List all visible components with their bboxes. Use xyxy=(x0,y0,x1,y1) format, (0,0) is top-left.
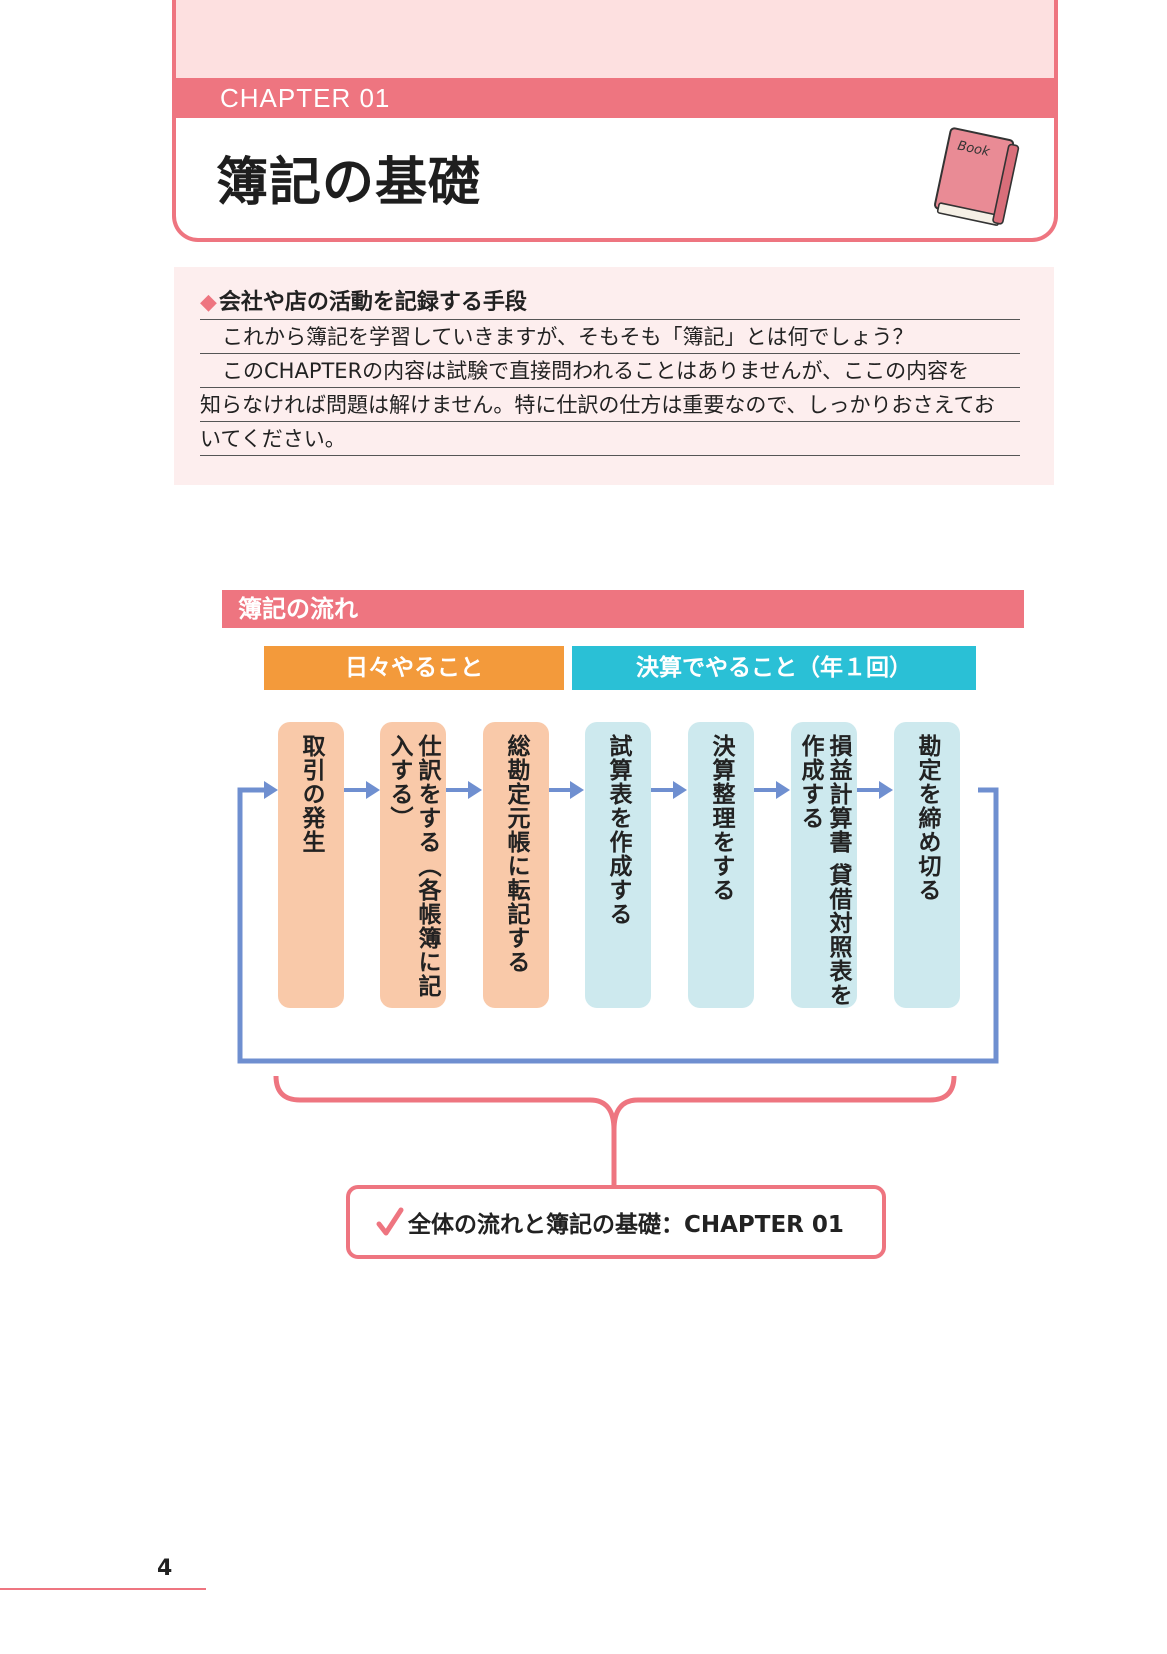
flow-section-title: 簿記の流れ xyxy=(222,590,1024,628)
step-label: 仕訳をする（各帳簿に記入する） xyxy=(386,734,440,998)
flow-step-adjustment: 決算整理をする xyxy=(688,722,754,1008)
page-number: 4 xyxy=(157,1556,173,1581)
intro-line: これから簿記を学習していきますが、そもそも「簿記」とは何でしょう？ xyxy=(200,321,1020,354)
step-label: 決算整理をする xyxy=(708,734,734,902)
chapter-header-top-fill xyxy=(176,0,1054,78)
intro-line: 知らなければ問題は解けません。特に仕訳の仕方は重要なので、しっかりおさえてお xyxy=(200,389,1020,422)
step-label: 取引の発生 xyxy=(298,734,324,854)
svg-text:Book: Book xyxy=(956,139,991,160)
brace xyxy=(273,1075,957,1131)
diamond-bullet-icon: ◆ xyxy=(200,290,217,315)
step-label: 損益計算書 貸借対照表を作成する xyxy=(797,734,851,1008)
flow-step-ledger: 総勘定元帳に転記する xyxy=(483,722,549,1008)
flow-step-financial-statements: 損益計算書 貸借対照表を作成する xyxy=(791,722,857,1008)
chapter-header: CHAPTER 01 簿記の基礎 Book xyxy=(172,0,1058,242)
step-label: 総勘定元帳に転記する xyxy=(503,734,529,974)
flow-step-closing-accounts: 勘定を締め切る xyxy=(894,722,960,1008)
flow-step-transaction: 取引の発生 xyxy=(278,722,344,1008)
intro-box: ◆会社や店の活動を記録する手段 これから簿記を学習していきますが、そもそも「簿記… xyxy=(174,267,1054,485)
flow-step-journal: 仕訳をする（各帳簿に記入する） xyxy=(380,722,446,1008)
flow-step-trial-balance: 試算表を作成する xyxy=(585,722,651,1008)
footer-rule xyxy=(0,1588,206,1590)
chapter-label: CHAPTER 01 xyxy=(220,83,391,113)
loop-back-line xyxy=(237,787,999,1064)
summary-text: 全体の流れと簿記の基礎：CHAPTER 01 xyxy=(408,1212,844,1238)
phase-closing-header: 決算でやること（年１回） xyxy=(572,646,976,690)
intro-line: このCHAPTERの内容は試験で直接問われることはありませんが、ここの内容を xyxy=(200,355,1020,388)
chapter-title: 簿記の基礎 xyxy=(216,153,482,213)
arrow-right-icon xyxy=(264,781,278,799)
phase-daily-header: 日々やること xyxy=(264,646,564,690)
chapter-band xyxy=(176,78,1054,118)
book-icon: Book xyxy=(933,127,1020,226)
step-label: 試算表を作成する xyxy=(605,734,631,926)
check-icon xyxy=(376,1207,404,1236)
summary-box: 全体の流れと簿記の基礎：CHAPTER 01 xyxy=(346,1185,886,1259)
step-label: 勘定を締め切る xyxy=(914,734,940,902)
intro-heading-text: 会社や店の活動を記録する手段 xyxy=(218,290,527,315)
intro-heading: ◆会社や店の活動を記録する手段 xyxy=(200,287,1020,320)
step-arrows xyxy=(344,781,893,799)
intro-line: いてください。 xyxy=(200,423,1020,456)
